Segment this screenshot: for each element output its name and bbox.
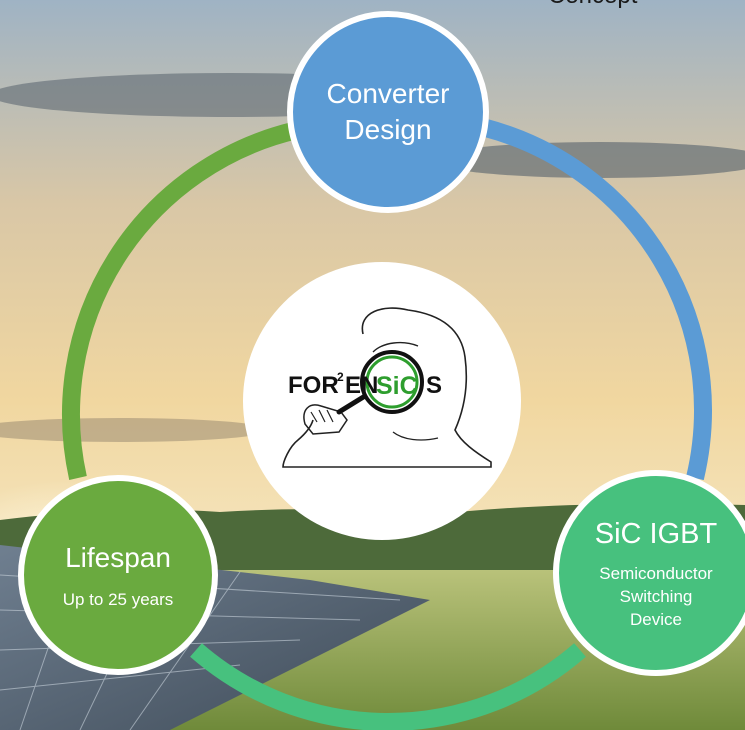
converter-design-node: Converter Design (287, 11, 489, 213)
detective-outline (282, 307, 492, 468)
logo-superscript: 2 (337, 370, 344, 384)
logo-text-sic: SiC (376, 372, 418, 400)
lifespan-subtitle: Up to 25 years (62, 589, 174, 609)
finger-lines (310, 409, 334, 423)
logo-text-s: S (426, 372, 442, 399)
forensics-logo-circle: FOR 2 EN SiC S (243, 262, 521, 540)
sic-igbt-sub-line3: Device (630, 609, 682, 629)
magnifier-lens (360, 350, 424, 414)
ring-arc-teal (190, 643, 586, 730)
ring-arc-blue (483, 119, 712, 481)
lifespan-title: Lifespan (65, 541, 171, 573)
logo-text-for: FOR (288, 372, 339, 399)
cloud (430, 142, 745, 178)
sic-igbt-node: SiC IGBT Semiconductor Switching Device (553, 470, 745, 676)
hat-brim-line (372, 341, 419, 353)
forensics-logo: FOR 2 EN SiC S (282, 307, 492, 468)
magnifier-handle (336, 393, 368, 415)
collar-line (392, 431, 439, 441)
ring-arc-green (62, 121, 300, 480)
converter-design-line1: Converter (326, 78, 450, 109)
sic-igbt-title: SiC IGBT (594, 517, 718, 550)
sic-igbt-sub-line2: Switching (619, 586, 693, 606)
hand-outline (303, 404, 348, 435)
logo-text-en: EN (345, 372, 378, 399)
corner-heading: Concept (548, 0, 637, 10)
magnifier-green-ring (365, 355, 419, 409)
lifespan-node: Lifespan Up to 25 years (18, 475, 218, 675)
converter-design-line2: Design (344, 114, 432, 145)
sic-igbt-sub-line1: Semiconductor (599, 563, 713, 583)
